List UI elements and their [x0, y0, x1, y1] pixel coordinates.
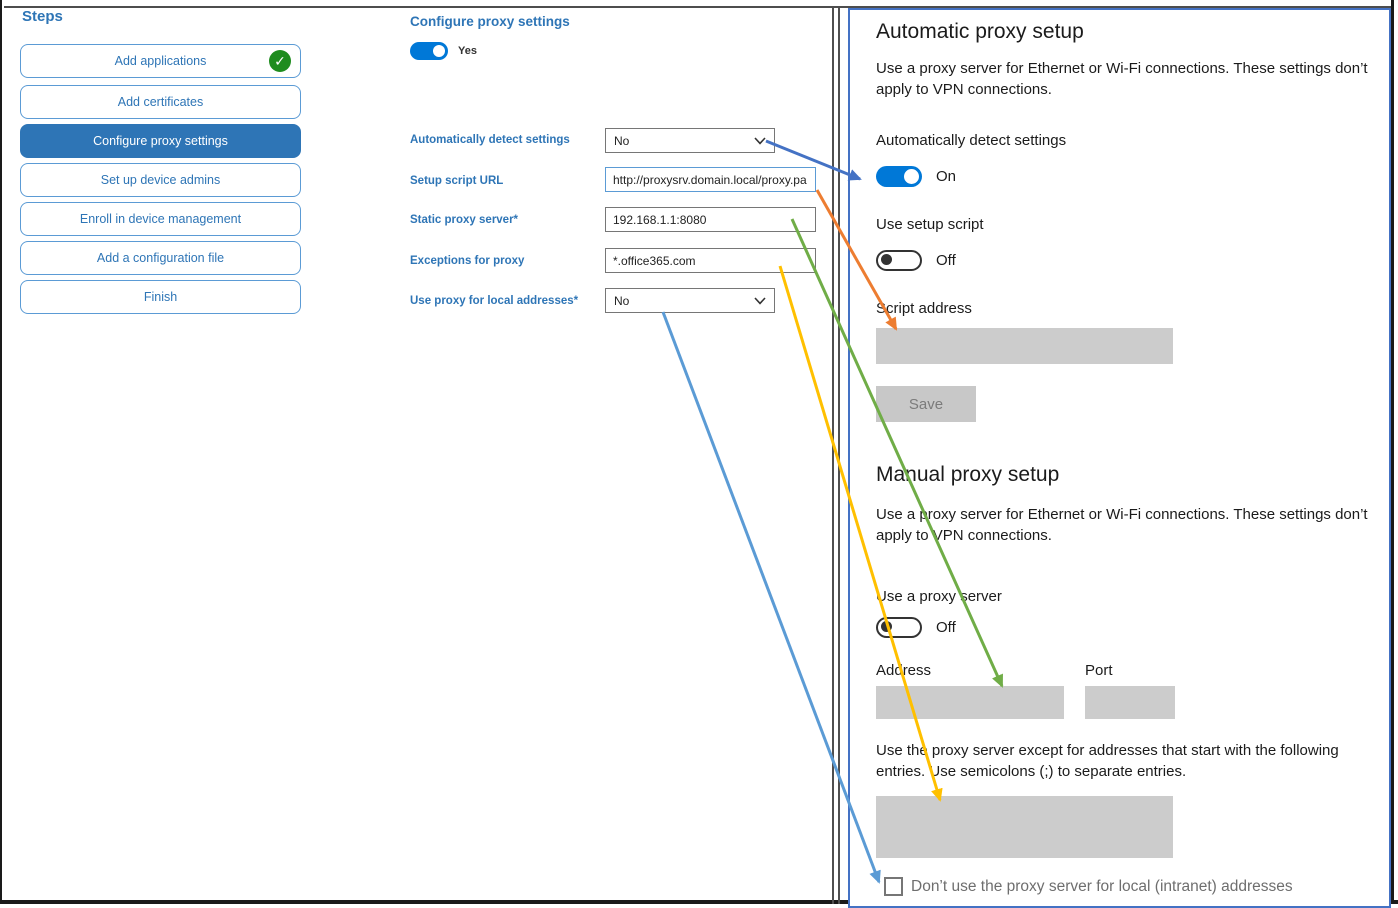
static-proxy-input[interactable] — [605, 207, 816, 232]
step-label: Configure proxy settings — [93, 134, 228, 148]
step-enroll-in-device-management[interactable]: Enroll in device management — [20, 202, 301, 236]
window-frame-right — [1391, 0, 1394, 904]
step-label: Finish — [143, 290, 178, 304]
use-proxy-server-toggle[interactable] — [876, 617, 922, 638]
field-label-local-addresses: Use proxy for local addresses* — [410, 295, 579, 307]
automatic-proxy-setup-heading: Automatic proxy setup — [876, 20, 1084, 43]
save-button[interactable]: Save — [876, 386, 976, 422]
dropdown-value: No — [614, 133, 630, 148]
use-setup-script-toggle[interactable] — [876, 250, 922, 271]
step-finish[interactable]: Finish — [20, 280, 301, 314]
local-addresses-dropdown[interactable]: No — [605, 288, 775, 313]
step-label: Set up device admins — [100, 173, 221, 187]
manual-proxy-description: Use a proxy server for Ethernet or Wi-Fi… — [876, 506, 1368, 544]
step-add-a-configuration-file[interactable]: Add a configuration file — [20, 241, 301, 275]
arrow-local-addresses-mapping — [661, 311, 881, 884]
step-label: Add applications — [114, 54, 207, 68]
field-label-setup-script-url: Setup script URL — [410, 175, 504, 187]
use-proxy-server-label: Use a proxy server — [876, 588, 1002, 605]
step-set-up-device-admins[interactable]: Set up device admins — [20, 163, 301, 197]
configure-proxy-toggle-label: Yes — [458, 45, 477, 57]
script-address-input[interactable] — [876, 328, 1173, 364]
port-label: Port — [1085, 662, 1113, 679]
field-label-proxy-exceptions: Exceptions for proxy — [410, 255, 525, 267]
step-label: Enroll in device management — [79, 212, 242, 226]
detect-settings-state: On — [936, 168, 957, 185]
step-label: Add certificates — [117, 95, 204, 109]
script-address-label: Script address — [876, 300, 972, 317]
field-label-static-proxy: Static proxy server* — [410, 214, 519, 226]
section-divider-2 — [838, 8, 840, 904]
detect-settings-toggle[interactable] — [876, 166, 922, 187]
field-label-auto-detect: Automatically detect settings — [410, 134, 570, 146]
section-divider-1 — [832, 8, 834, 904]
local-intranet-checkbox-label: Don’t use the proxy server for local (in… — [911, 878, 1293, 895]
check-circle-icon: ✓ — [269, 50, 291, 72]
dropdown-value: No — [614, 293, 630, 308]
step-configure-proxy-settings[interactable]: Configure proxy settings — [20, 124, 301, 158]
step-add-certificates[interactable]: Add certificates — [20, 85, 301, 119]
chevron-down-icon — [754, 294, 766, 308]
auto-detect-dropdown[interactable]: No — [605, 128, 775, 153]
use-setup-script-label: Use setup script — [876, 216, 984, 233]
port-input[interactable] — [1085, 686, 1175, 719]
proxy-exceptions-input[interactable] — [605, 248, 816, 273]
window-frame-top — [4, 6, 1394, 8]
configure-proxy-toggle[interactable] — [410, 42, 448, 60]
form-title: Configure proxy settings — [410, 14, 570, 29]
address-label: Address — [876, 662, 932, 679]
address-input[interactable] — [876, 686, 1064, 719]
steps-panel-title: Steps — [22, 8, 63, 25]
detect-settings-label: Automatically detect settings — [876, 132, 1067, 149]
step-add-applications[interactable]: Add applications ✓ — [20, 44, 301, 78]
exceptions-hint-text: Use the proxy server except for addresse… — [876, 742, 1339, 780]
exceptions-textarea[interactable] — [876, 796, 1173, 858]
chevron-down-icon — [754, 134, 766, 148]
use-setup-script-state: Off — [936, 252, 956, 269]
setup-script-url-input[interactable] — [605, 167, 816, 192]
window-frame-bottom — [0, 900, 1398, 904]
automatic-proxy-description: Use a proxy server for Ethernet or Wi-Fi… — [876, 60, 1368, 98]
local-intranet-checkbox[interactable] — [884, 877, 903, 896]
manual-proxy-setup-heading: Manual proxy setup — [876, 463, 1060, 486]
use-proxy-server-state: Off — [936, 619, 956, 636]
step-label: Add a configuration file — [96, 251, 225, 265]
window-frame-left — [0, 0, 2, 904]
